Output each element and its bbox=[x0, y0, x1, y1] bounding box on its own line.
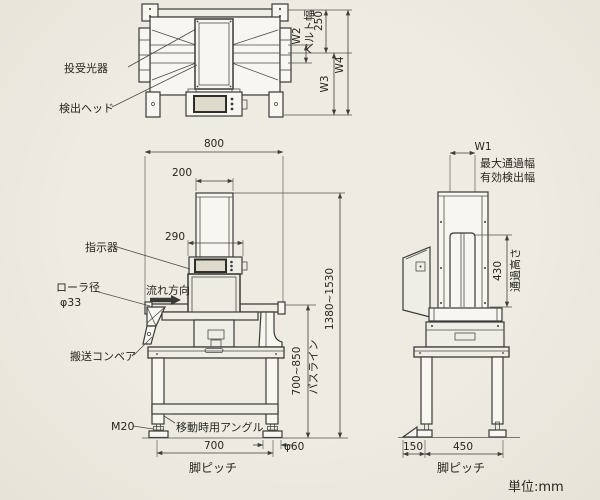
label-detect-head: 検出ヘッド bbox=[59, 101, 114, 115]
side-view-drawing: W1 最大通過幅 有効検出幅 430 通過高さ bbox=[398, 141, 535, 475]
outfeed-bracket bbox=[258, 311, 283, 348]
dim-700-850: 700~850 bbox=[291, 347, 303, 396]
front-view-dimensions: 700 脚ピッチ φ60 700~850 パスライン 1380~1530 bbox=[156, 192, 345, 475]
conveyor-mount-side bbox=[425, 321, 505, 348]
stand-leg-side-right bbox=[491, 356, 504, 425]
dim-1380-1530: 1380~1530 bbox=[324, 268, 336, 330]
label-flow-direction: 流れ方向 bbox=[146, 283, 190, 297]
dim-phi60: φ60 bbox=[284, 441, 304, 453]
conveyor-bed-side bbox=[428, 307, 503, 322]
dim-290: 290 bbox=[165, 231, 185, 243]
front-view-callouts: 指示器 ローラ径 φ33 搬送コンベア M20 移動時用アングル bbox=[56, 240, 264, 434]
foot-front-left bbox=[148, 430, 169, 439]
foot-front-right bbox=[262, 430, 283, 439]
indicator-knob-front bbox=[241, 261, 248, 271]
label-emitter-receiver: 投受光器 bbox=[64, 61, 108, 75]
indicator-display-top bbox=[193, 95, 227, 113]
dim-150: 150 bbox=[403, 441, 423, 453]
label-leg-pitch-front: 脚ピッチ bbox=[189, 460, 237, 475]
moving-angle-side bbox=[401, 425, 418, 438]
label-moving-angle: 移動時用アングル bbox=[176, 420, 264, 434]
dim-430: 430 bbox=[492, 261, 504, 281]
indicator-display-front bbox=[194, 258, 227, 273]
foot-side-right bbox=[488, 429, 507, 438]
label-conveyor: 搬送コンベア bbox=[70, 349, 136, 363]
leg-top-right bbox=[268, 91, 284, 118]
stand-leg-side-left bbox=[420, 356, 433, 425]
flow-arrow bbox=[150, 295, 181, 305]
label-roller-value: φ33 bbox=[60, 296, 81, 309]
leg-top-left bbox=[145, 91, 161, 118]
stand-top-side bbox=[413, 346, 510, 358]
dim-w3: W3 bbox=[319, 75, 331, 92]
passage-opening bbox=[449, 232, 476, 307]
pedestal-notch bbox=[207, 329, 225, 340]
infeed-strut bbox=[142, 325, 157, 345]
top-view-callouts: 投受光器 検出ヘッド bbox=[59, 28, 198, 115]
dim-w4: W4 bbox=[334, 56, 346, 73]
detect-head-front-inner bbox=[191, 276, 237, 316]
stand-crossbeam-front bbox=[151, 403, 279, 415]
dim-200: 200 bbox=[172, 167, 192, 179]
dim-700: 700 bbox=[204, 440, 224, 452]
detect-head-top-inner bbox=[198, 22, 230, 86]
conveyor-end-right bbox=[277, 301, 286, 315]
dim-800: 800 bbox=[204, 138, 224, 150]
top-view-dimensions: W2 ベルト幅 250 W3 W4 bbox=[284, 9, 352, 116]
label-indicator: 指示器 bbox=[85, 240, 118, 254]
side-sensor-unit bbox=[402, 246, 431, 318]
foot-side-left bbox=[416, 429, 433, 438]
front-view-drawing: 800 200 290 流れ方向 bbox=[142, 138, 348, 439]
label-m20: M20 bbox=[111, 420, 135, 433]
head-tower-side bbox=[437, 191, 489, 318]
label-roller-dia: ローラ径 bbox=[56, 281, 100, 294]
pedestal-front bbox=[193, 319, 235, 348]
dim-450: 450 bbox=[453, 441, 473, 453]
top-rail bbox=[149, 8, 281, 18]
head-tower-front bbox=[195, 192, 234, 258]
dim-belt-250: 250 bbox=[313, 11, 325, 31]
label-belt-width: ベルト幅 bbox=[303, 10, 316, 54]
label-leg-pitch-side: 脚ピッチ bbox=[437, 460, 485, 475]
dim-w2: W2 bbox=[291, 27, 303, 44]
indicator-knob-top bbox=[241, 99, 248, 110]
label-pass-height: 通過高さ bbox=[508, 248, 522, 292]
dim-w1: W1 bbox=[474, 141, 491, 153]
label-passline: パスライン bbox=[307, 340, 320, 395]
detect-head-front bbox=[187, 273, 241, 319]
label-max-pass-width: 最大通過幅 bbox=[480, 156, 535, 170]
top-view-drawing bbox=[138, 3, 292, 118]
conveyor-mount-band bbox=[161, 311, 259, 321]
detect-head-top bbox=[194, 18, 234, 90]
unit-note: 単位:mm bbox=[508, 479, 564, 495]
label-effective-width: 有効検出幅 bbox=[480, 170, 535, 184]
